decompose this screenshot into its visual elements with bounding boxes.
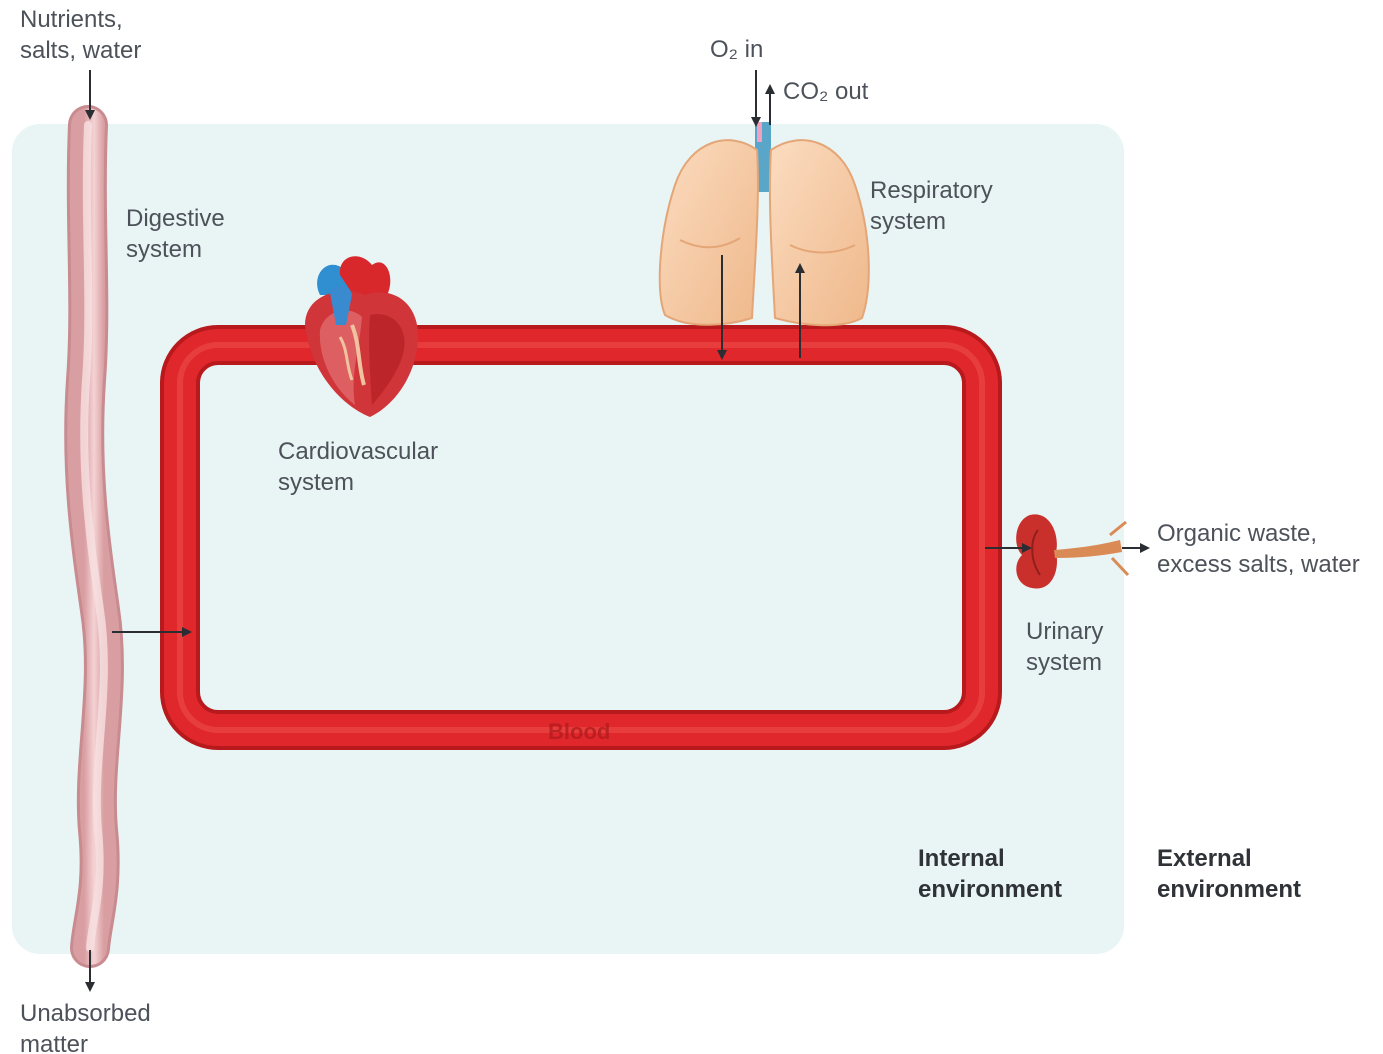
respiratory-label-line-1: Respiratory [870,175,993,206]
nutrients-label-line-2: salts, water [20,35,141,66]
nutrients-label-line-1: Nutrients, [20,4,141,35]
respiratory-system-label: Respiratory system [870,175,993,237]
cardiovascular-label-line-1: Cardiovascular [278,436,438,467]
external-environment-line-2: environment [1157,874,1301,905]
digestive-label-line-2: system [126,234,225,265]
cardiovascular-label-line-2: system [278,467,438,498]
urinary-label-line-1: Urinary [1026,616,1103,647]
unabsorbed-label-line-1: Unabsorbed [20,998,151,1029]
digestive-system-label: Digestive system [126,203,225,265]
organic-waste-label-line-2: excess salts, water [1157,549,1360,580]
cardiovascular-system-label: Cardiovascular system [278,436,438,498]
digestive-label-line-1: Digestive [126,203,225,234]
unabsorbed-label: Unabsorbed matter [20,998,151,1054]
organic-waste-label: Organic waste, excess salts, water [1157,518,1360,580]
external-environment-label: External environment [1157,843,1301,905]
o2-in-label: O₂ in [710,34,763,65]
internal-environment-label: Internal environment [918,843,1062,905]
blood-label: Blood [548,719,610,745]
digestive-tract [84,125,104,948]
urinary-label-line-2: system [1026,647,1103,678]
nutrients-label: Nutrients, salts, water [20,4,141,66]
co2-out-label: CO₂ out [783,76,868,107]
unabsorbed-label-line-2: matter [20,1029,151,1054]
organic-waste-label-line-1: Organic waste, [1157,518,1360,549]
respiratory-label-line-2: system [870,206,993,237]
urinary-system-label: Urinary system [1026,616,1103,678]
external-environment-line-1: External [1157,843,1301,874]
internal-environment-line-2: environment [918,874,1062,905]
internal-environment-line-1: Internal [918,843,1062,874]
